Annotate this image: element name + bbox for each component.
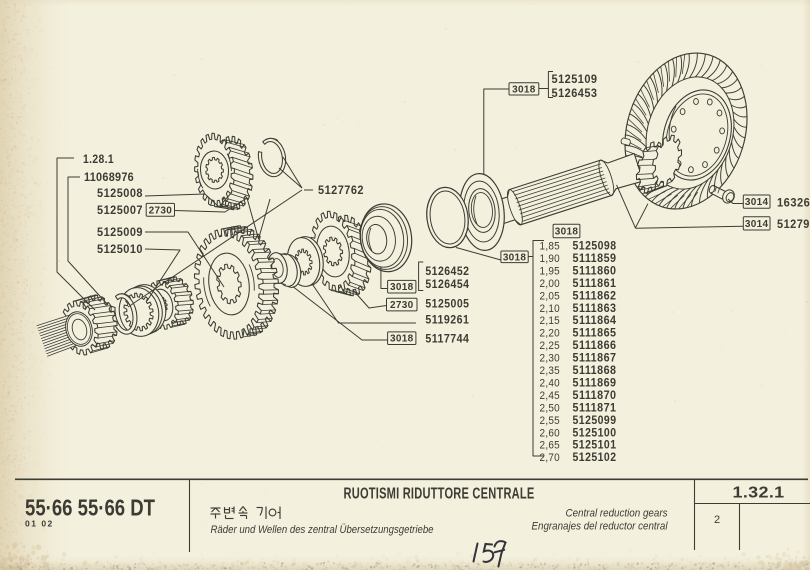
svg-text:5127762: 5127762 (318, 185, 364, 197)
svg-text:2730: 2730 (149, 205, 173, 216)
svg-text:2: 2 (714, 514, 720, 526)
svg-text:2,20: 2,20 (540, 328, 561, 340)
svg-text:5126452: 5126452 (425, 266, 469, 278)
svg-text:5111867: 5111867 (573, 353, 617, 365)
svg-text:2,65: 2,65 (540, 440, 561, 452)
svg-text:RUOTISMI RIDUTTORE CENTRALE: RUOTISMI RIDUTTORE CENTRALE (344, 486, 535, 503)
svg-text:3014: 3014 (745, 219, 769, 230)
svg-text:1,85: 1,85 (540, 241, 561, 253)
svg-text:5117744: 5117744 (425, 334, 469, 346)
svg-text:5111866: 5111866 (573, 340, 617, 352)
svg-text:5111868: 5111868 (573, 365, 617, 377)
svg-text:5125008: 5125008 (97, 188, 143, 200)
svg-text:2,40: 2,40 (540, 377, 561, 389)
svg-text:5111864: 5111864 (573, 315, 617, 327)
svg-text:1.32.1: 1.32.1 (733, 485, 785, 502)
svg-text:5126453: 5126453 (552, 88, 598, 100)
svg-text:2,05: 2,05 (540, 290, 561, 302)
svg-text:Central reduction gears: Central reduction gears (566, 508, 668, 520)
svg-text:163262: 163262 (777, 198, 810, 210)
svg-text:2,25: 2,25 (540, 340, 561, 352)
svg-text:2,50: 2,50 (540, 402, 561, 414)
svg-text:1.28.1: 1.28.1 (83, 154, 114, 166)
svg-text:5125098: 5125098 (573, 241, 617, 253)
svg-text:5125101: 5125101 (573, 440, 617, 452)
svg-text:5125010: 5125010 (97, 244, 143, 256)
svg-text:5111865: 5111865 (573, 328, 617, 340)
svg-text:5125009: 5125009 (97, 227, 143, 239)
svg-text:2,30: 2,30 (540, 353, 561, 365)
svg-text:5126454: 5126454 (425, 279, 469, 291)
svg-text:3014: 3014 (745, 197, 769, 208)
svg-text:5119261: 5119261 (425, 315, 469, 327)
svg-text:2,45: 2,45 (540, 390, 561, 402)
svg-text:2730: 2730 (390, 300, 414, 311)
svg-text:5125005: 5125005 (425, 299, 469, 311)
svg-text:5125109: 5125109 (552, 74, 598, 86)
svg-text:Engranajes del reductor centra: Engranajes del reductor central (532, 521, 668, 533)
svg-text:5125007: 5125007 (97, 205, 143, 217)
svg-text:3018: 3018 (390, 334, 414, 345)
svg-text:1,90: 1,90 (540, 253, 561, 265)
svg-text:3018: 3018 (390, 282, 414, 293)
svg-text:2,35: 2,35 (540, 365, 561, 377)
svg-text:5125099: 5125099 (573, 415, 617, 427)
svg-text:5111870: 5111870 (573, 390, 617, 402)
svg-text:5111871: 5111871 (573, 402, 617, 414)
svg-text:2,70: 2,70 (540, 452, 561, 464)
svg-text:5111863: 5111863 (573, 303, 617, 315)
svg-text:5127985: 5127985 (777, 219, 810, 231)
svg-text:3018: 3018 (512, 84, 536, 95)
svg-text:55·66 55·66 DT: 55·66 55·66 DT (25, 495, 155, 521)
svg-text:5125100: 5125100 (573, 427, 617, 439)
svg-text:5111862: 5111862 (573, 290, 617, 302)
svg-text:01 02: 01 02 (25, 519, 54, 529)
svg-text:2,15: 2,15 (540, 315, 561, 327)
svg-text:1,95: 1,95 (540, 265, 561, 277)
svg-text:2,60: 2,60 (540, 427, 561, 439)
svg-text:3018: 3018 (503, 252, 527, 263)
svg-text:5111859: 5111859 (573, 253, 617, 265)
svg-text:5111861: 5111861 (573, 278, 617, 290)
svg-text:5125102: 5125102 (573, 452, 617, 464)
svg-text:5111860: 5111860 (573, 265, 617, 277)
svg-text:Räder und Wellen des zentral Ü: Räder und Wellen des zentral Übersetzung… (211, 524, 434, 536)
svg-text:5111869: 5111869 (573, 377, 617, 389)
svg-text:2,00: 2,00 (540, 278, 561, 290)
svg-text:11068976: 11068976 (84, 172, 134, 184)
svg-text:3018: 3018 (555, 227, 579, 238)
svg-text:2,10: 2,10 (540, 303, 561, 315)
svg-text:2,55: 2,55 (540, 415, 561, 427)
